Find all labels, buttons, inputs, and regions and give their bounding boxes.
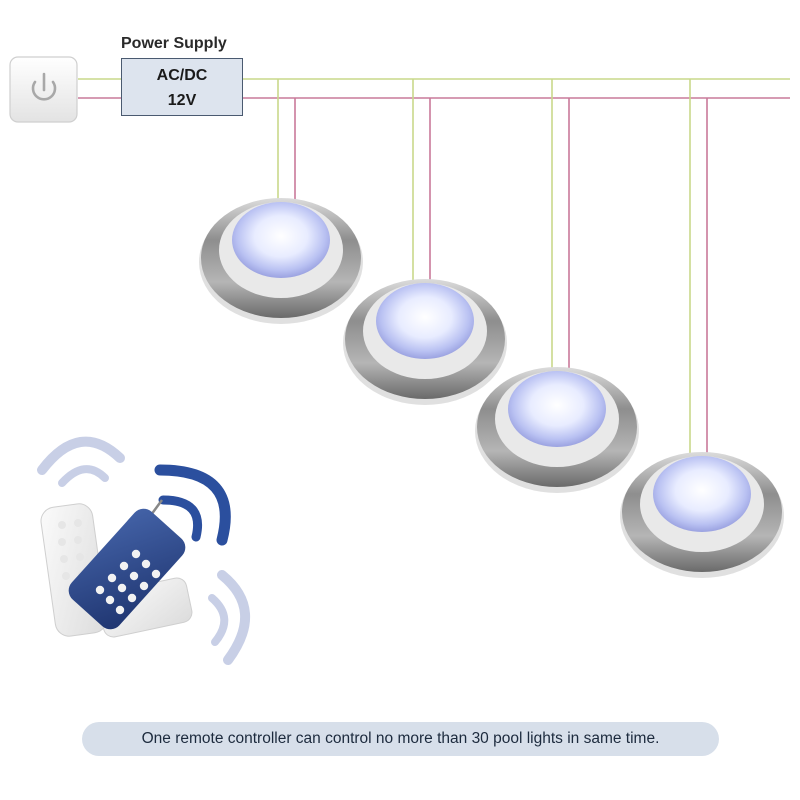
pool-light-icon [508,371,606,447]
wireless-signal-icon [37,436,251,665]
pool-light-icon [653,456,751,532]
pool-light-icon [232,202,330,278]
pool-light-3 [475,367,639,493]
pool-light-1 [199,198,363,324]
power-supply-box: AC/DC 12V [121,58,243,116]
remote-control-icon [40,499,193,638]
power-supply-type: AC/DC [156,67,208,84]
caption-banner: One remote controller can control no mor… [82,722,719,756]
power-supply-title: Power Supply [121,35,227,52]
pool-light-icon [376,283,474,359]
power-button[interactable] [9,56,78,123]
power-wires [78,78,790,455]
pool-light-4 [620,452,784,578]
pool-light-2 [343,279,507,405]
power-supply-voltage: 12V [167,92,197,109]
power-icon [31,72,57,101]
